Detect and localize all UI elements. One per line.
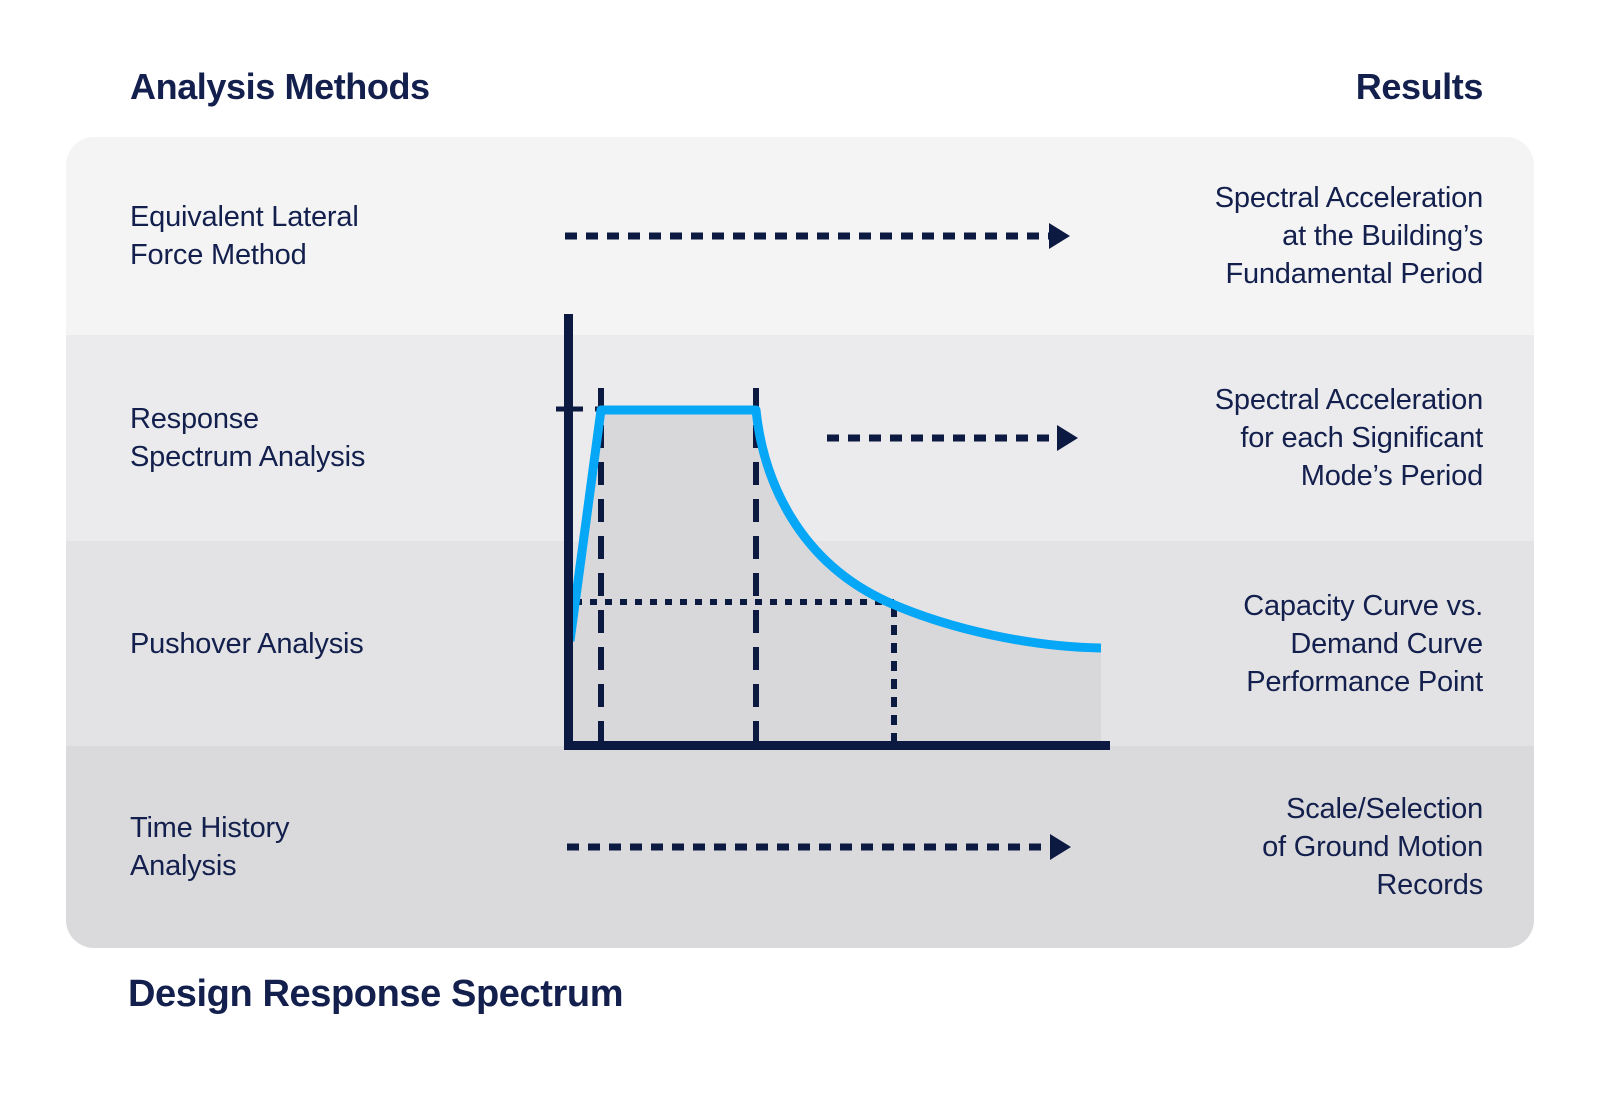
arrow-dash-line bbox=[567, 843, 1050, 851]
method-label: Response Spectrum Analysis bbox=[130, 403, 366, 473]
result-label: Spectral Acceleration for each Significa… bbox=[1214, 384, 1483, 492]
method-label: Pushover Analysis bbox=[130, 627, 364, 660]
row-equivalent-lateral-force: Equivalent Lateral Force Method Spectral… bbox=[66, 137, 1534, 335]
result-label: Capacity Curve vs. Demand Curve Performa… bbox=[1243, 589, 1483, 698]
method-label: Equivalent Lateral Force Method bbox=[130, 201, 359, 271]
arrow-dash-line bbox=[827, 434, 1057, 442]
result-label: Scale/Selection of Ground Motion Records bbox=[1262, 793, 1483, 901]
chart-caption: Design Response Spectrum bbox=[128, 973, 624, 1015]
dashed-arrow bbox=[567, 834, 1071, 860]
arrow-head-icon bbox=[1057, 425, 1078, 451]
dashed-arrow bbox=[565, 223, 1070, 249]
arrow-head-icon bbox=[1050, 834, 1071, 860]
row-time-history: Time History Analysis Scale/Selection of… bbox=[66, 746, 1534, 948]
row-response-spectrum: Response Spectrum Analysis Spectral Acce… bbox=[66, 335, 1534, 541]
dashed-arrow bbox=[827, 425, 1078, 451]
arrow-dash-line bbox=[565, 232, 1049, 240]
arrow-head-icon bbox=[1049, 223, 1070, 249]
results-header: Results bbox=[1355, 66, 1484, 107]
row-pushover: Pushover Analysis Capacity Curve vs. Dem… bbox=[66, 541, 1534, 746]
result-label: Spectral Acceleration at the Building’s … bbox=[1214, 182, 1483, 290]
analysis-methods-header: Analysis Methods bbox=[130, 66, 430, 107]
method-label: Time History Analysis bbox=[130, 812, 290, 882]
rows-container: Equivalent Lateral Force Method Spectral… bbox=[66, 137, 1534, 948]
